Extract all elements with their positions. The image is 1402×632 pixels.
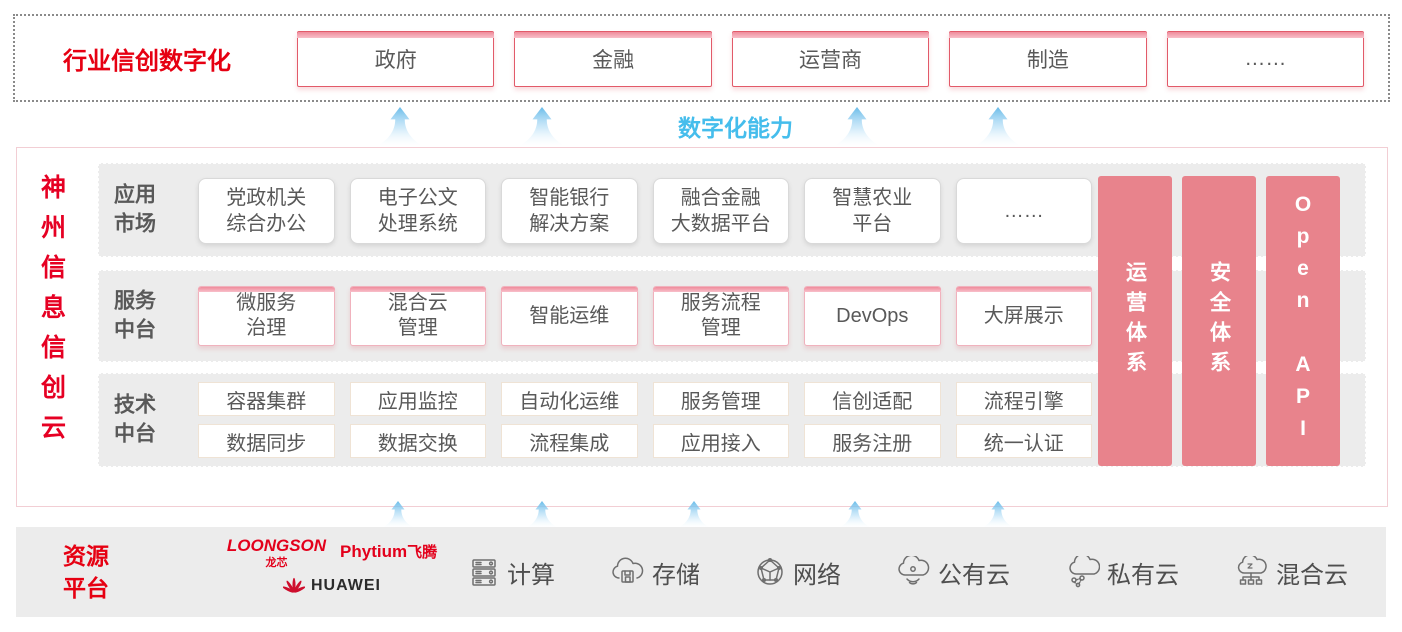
industry-box-government: 政府 bbox=[297, 31, 495, 87]
resource-item-compute: 计算 bbox=[468, 555, 555, 590]
up-arrow-icon bbox=[527, 501, 557, 527]
tech-row-top: 容器集群 应用监控 自动化运维 服务管理 信创适配 流程引擎 bbox=[198, 382, 1092, 416]
tech-box-data-sync: 数据同步 bbox=[198, 424, 335, 458]
app-market-strip: 应用 市场 党政机关 综合办公 电子公文 处理系统 智能银行 解决方案 融合金融… bbox=[98, 163, 1366, 257]
tech-box-data-exchange: 数据交换 bbox=[349, 424, 486, 458]
loongson-logo-text: LOONGSON bbox=[226, 536, 327, 555]
industry-band: 行业信创数字化 政府 金融 运营商 制造 …… bbox=[13, 14, 1390, 102]
tech-box-xinchuang-adaptation: 信创适配 bbox=[804, 382, 941, 416]
resource-item-hybrid-cloud: 混合云 bbox=[1233, 555, 1348, 590]
app-box-more: …… bbox=[955, 178, 1092, 244]
up-arrow-icon bbox=[383, 501, 413, 527]
tech-platform-items: 容器集群 应用监控 自动化运维 服务管理 信创适配 流程引擎 数据同步 数据交换… bbox=[198, 382, 1092, 458]
up-arrow-icon bbox=[840, 501, 870, 527]
resource-item-private-cloud: 私有云 bbox=[1064, 555, 1179, 590]
svc-box-intelligent-ops: 智能运维 bbox=[501, 286, 638, 346]
app-box-finance-bigdata: 融合金融 大数据平台 bbox=[652, 178, 789, 244]
industry-list: 政府 金融 运营商 制造 …… bbox=[297, 31, 1365, 87]
svc-box-big-screen: 大屏展示 bbox=[955, 286, 1092, 346]
app-market-label: 应用 市场 bbox=[114, 183, 156, 236]
xinchuang-cloud-panel: 神州信息信创云 应用 市场 党政机关 综合办公 电子公文 处理系统 智能银行 解… bbox=[16, 147, 1388, 507]
app-box-smart-agriculture: 智慧农业 平台 bbox=[804, 178, 941, 244]
up-arrow-icon bbox=[977, 107, 1019, 145]
tech-box-service-registry: 服务注册 bbox=[804, 424, 941, 458]
app-box-e-document: 电子公文 处理系统 bbox=[349, 178, 486, 244]
up-arrow-icon bbox=[521, 107, 563, 145]
service-platform-label: 服务 中台 bbox=[114, 289, 156, 342]
compute-server-icon bbox=[468, 556, 500, 588]
huawei-logo: HUAWEI bbox=[212, 577, 452, 595]
up-arrow-icon bbox=[836, 107, 878, 145]
resource-platform-label: 资源 平台 bbox=[63, 543, 109, 602]
service-platform-items: 微服务 治理 混合云 管理 智能运维 服务流程 管理 DevOps 大屏展示 bbox=[198, 286, 1092, 346]
vendor-logos: LOONGSON 龙芯 Phytium 飞腾 HUAWEI bbox=[212, 536, 452, 595]
tech-row-bottom: 数据同步 数据交换 流程集成 应用接入 服务注册 统一认证 bbox=[198, 424, 1092, 458]
tech-box-service-mgmt: 服务管理 bbox=[652, 382, 789, 416]
pillar-operations-system: 运营体系 bbox=[1098, 176, 1172, 466]
phytium-logo-text: Phytium bbox=[340, 542, 408, 561]
huawei-logo-text: HUAWEI bbox=[311, 577, 381, 594]
app-market-items: 党政机关 综合办公 电子公文 处理系统 智能银行 解决方案 融合金融 大数据平台… bbox=[198, 178, 1092, 244]
resource-items: 计算 存储 bbox=[468, 527, 1348, 617]
industry-box-finance: 金融 bbox=[514, 31, 713, 87]
svc-box-hybrid-cloud-mgmt: 混合云 管理 bbox=[349, 286, 486, 346]
cloud-title-vertical: 神州信息信创云 bbox=[37, 174, 66, 454]
pillar-security-system: 安全体系 bbox=[1182, 176, 1256, 466]
tech-platform-strip: 技术 中台 容器集群 应用监控 自动化运维 服务管理 信创适配 流程引擎 数据同… bbox=[98, 373, 1366, 467]
tech-box-app-access: 应用接入 bbox=[652, 424, 789, 458]
svc-box-microservice-governance: 微服务 治理 bbox=[198, 286, 335, 346]
up-arrow-icon bbox=[983, 501, 1013, 527]
tech-box-app-monitoring: 应用监控 bbox=[349, 382, 486, 416]
storage-cloud-icon bbox=[609, 556, 645, 588]
svc-box-devops: DevOps bbox=[804, 286, 941, 346]
huawei-petal-icon bbox=[283, 577, 305, 593]
tech-box-automated-ops: 自动化运维 bbox=[501, 382, 638, 416]
app-box-smart-banking: 智能银行 解决方案 bbox=[501, 178, 638, 244]
tech-box-container-cluster: 容器集群 bbox=[198, 382, 335, 416]
resource-item-network: 网络 bbox=[754, 555, 841, 590]
resource-platform-band: 资源 平台 LOONGSON 龙芯 Phytium 飞腾 bbox=[16, 527, 1386, 617]
service-platform-strip: 服务 中台 微服务 治理 混合云 管理 智能运维 服务流程 管理 DevOps … bbox=[98, 270, 1366, 362]
tech-box-unified-auth: 统一认证 bbox=[955, 424, 1092, 458]
resource-item-label: 网络 bbox=[793, 561, 841, 589]
resource-item-public-cloud: 公有云 bbox=[895, 555, 1010, 590]
digital-capability-label: 数字化能力 bbox=[678, 115, 793, 141]
tech-box-process-integration: 流程集成 bbox=[501, 424, 638, 458]
loongson-logo: LOONGSON 龙芯 bbox=[227, 536, 326, 570]
resource-item-label: 公有云 bbox=[938, 561, 1010, 589]
tech-platform-label: 技术 中台 bbox=[114, 393, 156, 446]
industry-box-more: …… bbox=[1166, 31, 1365, 87]
industry-box-operator: 运营商 bbox=[731, 31, 930, 87]
pillar-open-api: Open API bbox=[1266, 176, 1340, 466]
hybrid-cloud-icon bbox=[1233, 556, 1269, 588]
resource-item-label: 混合云 bbox=[1276, 561, 1348, 589]
loongson-logo-subtext: 龙芯 bbox=[265, 557, 288, 569]
resource-item-storage: 存储 bbox=[609, 555, 700, 590]
network-icon bbox=[754, 556, 786, 588]
up-arrow-icon bbox=[679, 501, 709, 527]
industry-band-title: 行业信创数字化 bbox=[63, 47, 231, 75]
public-cloud-icon bbox=[895, 556, 931, 588]
industry-box-manufacturing: 制造 bbox=[949, 31, 1148, 87]
phytium-logo: Phytium 飞腾 bbox=[340, 536, 437, 562]
phytium-logo-subtext: 飞腾 bbox=[407, 544, 438, 561]
resource-item-label: 计算 bbox=[507, 561, 555, 589]
private-cloud-icon bbox=[1064, 556, 1100, 588]
app-box-party-gov-office: 党政机关 综合办公 bbox=[198, 178, 335, 244]
resource-item-label: 私有云 bbox=[1107, 561, 1179, 589]
resource-item-label: 存储 bbox=[652, 561, 700, 589]
tech-box-process-engine: 流程引擎 bbox=[955, 382, 1092, 416]
svc-box-service-process-mgmt: 服务流程 管理 bbox=[652, 286, 789, 346]
up-arrow-icon bbox=[379, 107, 421, 145]
